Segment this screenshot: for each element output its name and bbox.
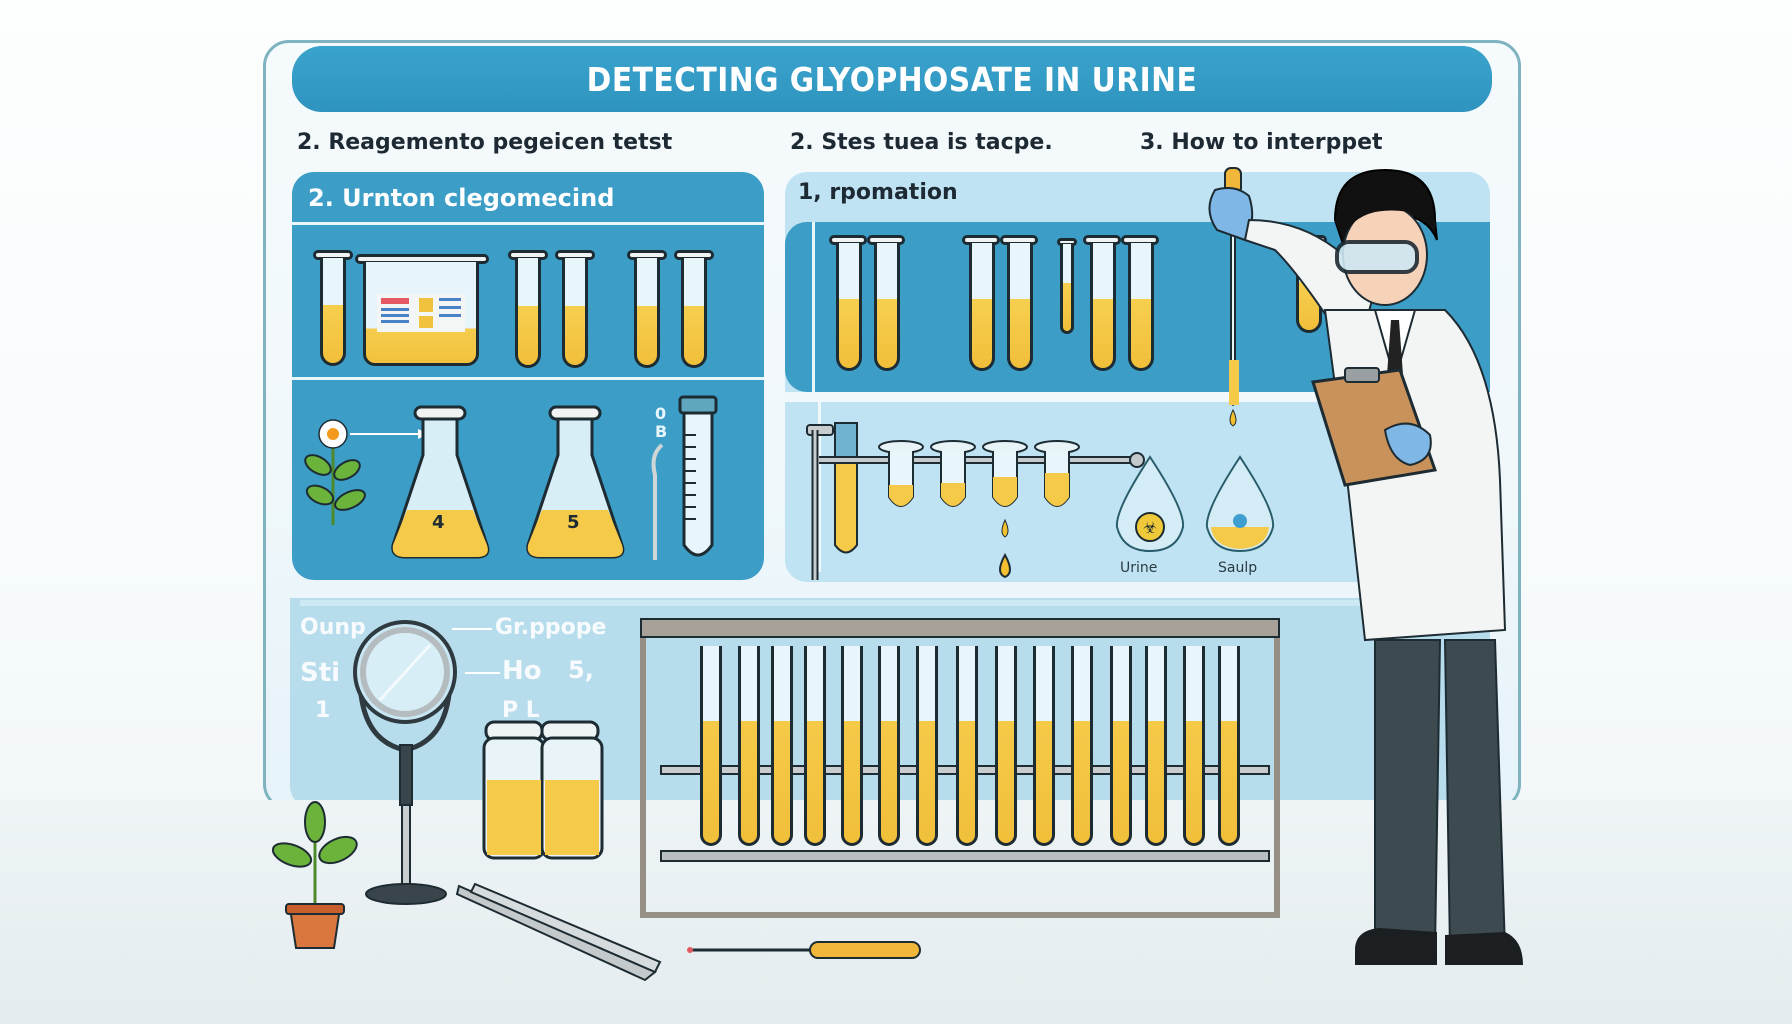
rack-tube	[700, 646, 722, 846]
right-panel-divider-2	[818, 402, 821, 572]
rack-tube	[738, 646, 760, 846]
sample-jars-icon	[482, 720, 604, 860]
test-tube	[1090, 243, 1116, 371]
flask-label-4: 4	[432, 512, 445, 533]
erlenmeyer-flask	[526, 405, 625, 559]
right-panel-divider	[812, 222, 815, 392]
tube-stand	[806, 422, 1145, 580]
test-tube	[320, 258, 346, 366]
drop-label-sample: Saulp	[1218, 560, 1258, 576]
page-title: DETECTING GLYOPHOSATE IN URINE	[586, 59, 1198, 99]
rack-tube	[916, 646, 938, 846]
lower-label-3: Sti	[300, 658, 341, 688]
lower-label-4: Ho	[502, 656, 542, 686]
test-tube	[1128, 243, 1154, 371]
step-heading-1: 2. Reagemento pegeicen tetst	[297, 130, 673, 155]
lower-label-6: P L	[502, 698, 540, 723]
tweezers-icon	[455, 882, 662, 982]
rack-tube	[1071, 646, 1093, 846]
rack-top-bar	[640, 618, 1280, 638]
lower-label-5: 1	[315, 698, 331, 723]
left-panel-heading: 2. Urnton clegomecind	[308, 184, 615, 212]
flower-icon	[304, 419, 428, 525]
magnifying-glass-icon	[353, 620, 457, 905]
step-heading-3: 3. How to interppet	[1140, 130, 1383, 155]
lower-label-1: Ounp	[300, 615, 366, 640]
erlenmeyer-flask	[391, 405, 490, 559]
rack-tube	[995, 646, 1017, 846]
test-tube	[836, 243, 862, 371]
right-panel-heading: 1, rpomation	[798, 180, 958, 205]
rack-tube	[956, 646, 978, 846]
rack-tube	[771, 646, 793, 846]
side-label: 0B	[655, 404, 668, 441]
thermometer	[1060, 244, 1074, 334]
step-heading-2: 2. Stes tuea is tacpe.	[790, 130, 1053, 155]
potted-plant-icon	[271, 801, 358, 949]
sample-drop-icon	[1205, 455, 1275, 553]
right-panel-gap	[785, 392, 1490, 402]
lower-board-line	[300, 600, 1490, 606]
rack-bottom-shelf	[660, 850, 1270, 862]
rack-tube	[1110, 646, 1132, 846]
chart-card-icon	[377, 294, 465, 332]
lower-value-5: 5,	[568, 656, 594, 684]
rack-tube	[1183, 646, 1205, 846]
rack-tube	[1218, 646, 1240, 846]
title-banner: DETECTING GLYOPHOSATE IN URINE	[292, 46, 1492, 112]
rack-tube	[804, 646, 826, 846]
rack-tube	[841, 646, 863, 846]
drop-label-urine: Urine	[1120, 560, 1158, 576]
graduated-cylinder	[651, 395, 718, 560]
test-tube	[969, 243, 995, 371]
rack-tube	[1145, 646, 1167, 846]
test-tube	[515, 258, 541, 368]
lower-label-2: Gr.ppope	[495, 615, 607, 640]
connector-line	[452, 628, 492, 630]
connector-line	[465, 672, 500, 674]
left-panel-divider	[292, 222, 764, 225]
rack-tube	[878, 646, 900, 846]
dropper-pen-icon	[687, 941, 921, 959]
test-tube	[874, 243, 900, 371]
test-tube	[681, 258, 707, 368]
test-tube	[1007, 243, 1033, 371]
flask-label-5: 5	[567, 512, 580, 533]
left-panel-divider-2	[292, 377, 764, 380]
svg-text:☣: ☣	[1143, 518, 1157, 537]
test-tube	[562, 258, 588, 368]
test-tube	[634, 258, 660, 368]
rack-tube	[1033, 646, 1055, 846]
biohazard-drop-icon: ☣	[1115, 455, 1185, 553]
scientist-figure	[1208, 167, 1523, 965]
